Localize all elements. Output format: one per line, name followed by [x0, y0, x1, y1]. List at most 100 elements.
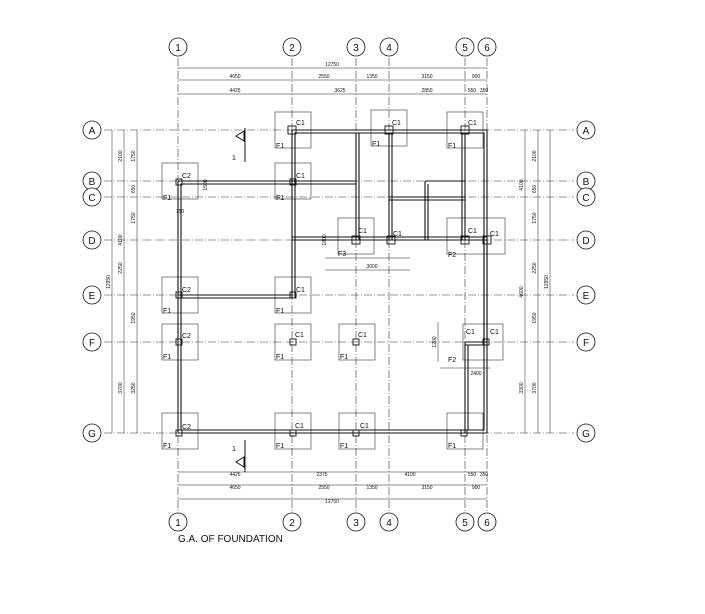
- grid-bubble-left-D: D: [88, 236, 95, 247]
- dim-bottom-row1-3: 4100: [404, 472, 415, 478]
- dim-top-row1-3: 1350: [366, 74, 377, 80]
- dim-bottom-row2-5: 900: [472, 485, 481, 491]
- grid-bubble-bottom-5: 5: [462, 518, 468, 529]
- grid-bubble-left-E: E: [89, 291, 96, 302]
- dim-right-mid-4: 2250: [532, 262, 538, 273]
- tag-c1-a4: C1: [392, 120, 401, 127]
- tag-c1-f2: C1: [295, 332, 304, 339]
- grid-bubble-top-2: 2: [289, 43, 295, 54]
- dim-top-row2-4: 550: [468, 88, 477, 94]
- tag-c1-g3: C1: [360, 423, 369, 430]
- tag-f2-f5: F2: [448, 357, 456, 364]
- tag-f1-f2: F1: [276, 354, 284, 361]
- tag-c1-d4: C1: [393, 231, 402, 238]
- dim-left-outer: 12950: [106, 275, 112, 289]
- grid-bubble-bottom-4: 4: [386, 518, 392, 529]
- tag-f1-b1: F1: [163, 195, 171, 202]
- tag-f1-a4: F1: [372, 141, 380, 148]
- dim-f2-vertical: 1200: [432, 336, 438, 347]
- footing-pads: [161, 109, 506, 450]
- dimension-lines: [111, 67, 551, 500]
- tag-c1-g2: C1: [295, 423, 304, 430]
- tag-c1-b2: C1: [296, 173, 305, 180]
- tag-c1-a2: C1: [296, 120, 305, 127]
- dim-left-inner-2: 650: [131, 185, 137, 194]
- grid-bubble-right-F: F: [583, 338, 589, 349]
- dim-left-inner-1: 1750: [131, 150, 137, 161]
- grid-bubble-right-B: B: [583, 177, 590, 188]
- dim-bottom-row2-3: 1350: [366, 485, 377, 491]
- grid-bubble-left-F: F: [89, 338, 95, 349]
- bottom-grid-bubbles: [168, 512, 497, 532]
- tag-c1-d5: C1: [468, 228, 477, 235]
- dim-right-inner-1: 4100: [519, 179, 525, 190]
- grid-bubble-top-1: 1: [175, 43, 181, 54]
- tag-c2-e1: C2: [182, 287, 191, 294]
- dim-right-mid-3: 1750: [532, 212, 538, 223]
- dim-left-inner-3: 1750: [131, 212, 137, 223]
- grid-bubble-top-6: 6: [484, 43, 490, 54]
- tag-f1-f3: F1: [340, 354, 348, 361]
- footing-dim-lines: [325, 257, 490, 369]
- tag-c2-b1: C2: [182, 173, 191, 180]
- dim-f3-horizontal: 3000: [366, 264, 377, 270]
- dim-top-total: 12750: [325, 62, 339, 68]
- plinth-beams: [177, 129, 488, 434]
- tag-c1-f5: C1: [466, 329, 475, 336]
- dim-right-mid-5: 1950: [532, 312, 538, 323]
- dim-right-inner-2: 4600: [519, 286, 525, 297]
- tag-f1-f1: F1: [163, 354, 171, 361]
- tag-c1-a5: C1: [468, 120, 477, 127]
- grid-bubble-left-C: C: [88, 193, 95, 204]
- dim-f1-small: 750: [176, 209, 185, 215]
- grid-bubble-right-C: C: [582, 193, 589, 204]
- tag-f3: F3: [338, 251, 346, 258]
- tag-f1-b2: F1: [276, 195, 284, 202]
- section-mark-top: 1: [232, 155, 236, 162]
- grid-bubble-right-E: E: [583, 291, 590, 302]
- grid-bubble-right-A: A: [583, 126, 590, 137]
- section-marks: [235, 128, 246, 472]
- dim-right-total: 12950: [544, 275, 550, 289]
- dim-f3-vertical: 1800: [322, 234, 328, 245]
- dim-right-mid-1: 2100: [532, 150, 538, 161]
- dim-top-row2-5: 350: [480, 88, 489, 94]
- dim-bottom-row2-4: 3150: [421, 485, 432, 491]
- drawing-title: G.A. OF FOUNDATION: [178, 534, 283, 545]
- dim-right-inner-3: 3300: [519, 382, 525, 393]
- dim-left-inner-4: 1950: [131, 312, 137, 323]
- dim-top-row1-5: 900: [472, 74, 481, 80]
- grid-bubble-left-A: A: [89, 126, 96, 137]
- dim-left-inner-5: 3250: [131, 382, 137, 393]
- grid-bubble-right-D: D: [582, 236, 589, 247]
- dim-left-mid-4: 3700: [118, 382, 124, 393]
- dim-bottom-row1-5: 350: [480, 472, 489, 478]
- tag-c2-f1: C2: [182, 333, 191, 340]
- dim-left-mid-2: 4100: [118, 234, 124, 245]
- top-grid-bubbles: [168, 37, 497, 57]
- dim-bottom-total: 12750: [325, 499, 339, 505]
- dim-top-row1-4: 3150: [421, 74, 432, 80]
- grid-bubble-right-G: G: [582, 429, 590, 440]
- dim-top-row2-3: 2850: [421, 88, 432, 94]
- dim-bottom-row1-1: 4425: [229, 472, 240, 478]
- grid-bubble-bottom-6: 6: [484, 518, 490, 529]
- columns: [175, 125, 492, 437]
- grid-bubble-bottom-2: 2: [289, 518, 295, 529]
- dim-left-mid-1: 2100: [118, 150, 124, 161]
- tag-f1-g5: F1: [448, 443, 456, 450]
- tag-f1-g2: F1: [276, 443, 284, 450]
- grid-bubble-top-3: 3: [353, 43, 359, 54]
- tag-c2-g1: C2: [182, 424, 191, 431]
- dim-bottom-row1-2: 2375: [316, 472, 327, 478]
- tag-f1-g1: F1: [163, 443, 171, 450]
- tag-f1-a2: F1: [276, 143, 284, 150]
- section-mark-bottom: 1: [232, 446, 236, 453]
- tag-f1-e1: F1: [163, 308, 171, 315]
- grid-bubble-bottom-3: 3: [353, 518, 359, 529]
- dim-bottom-row1-4: 550: [468, 472, 477, 478]
- grid-bubble-top-5: 5: [462, 43, 468, 54]
- dim-top-row2-1: 4425: [229, 88, 240, 94]
- dim-left-mid-3: 2250: [118, 262, 124, 273]
